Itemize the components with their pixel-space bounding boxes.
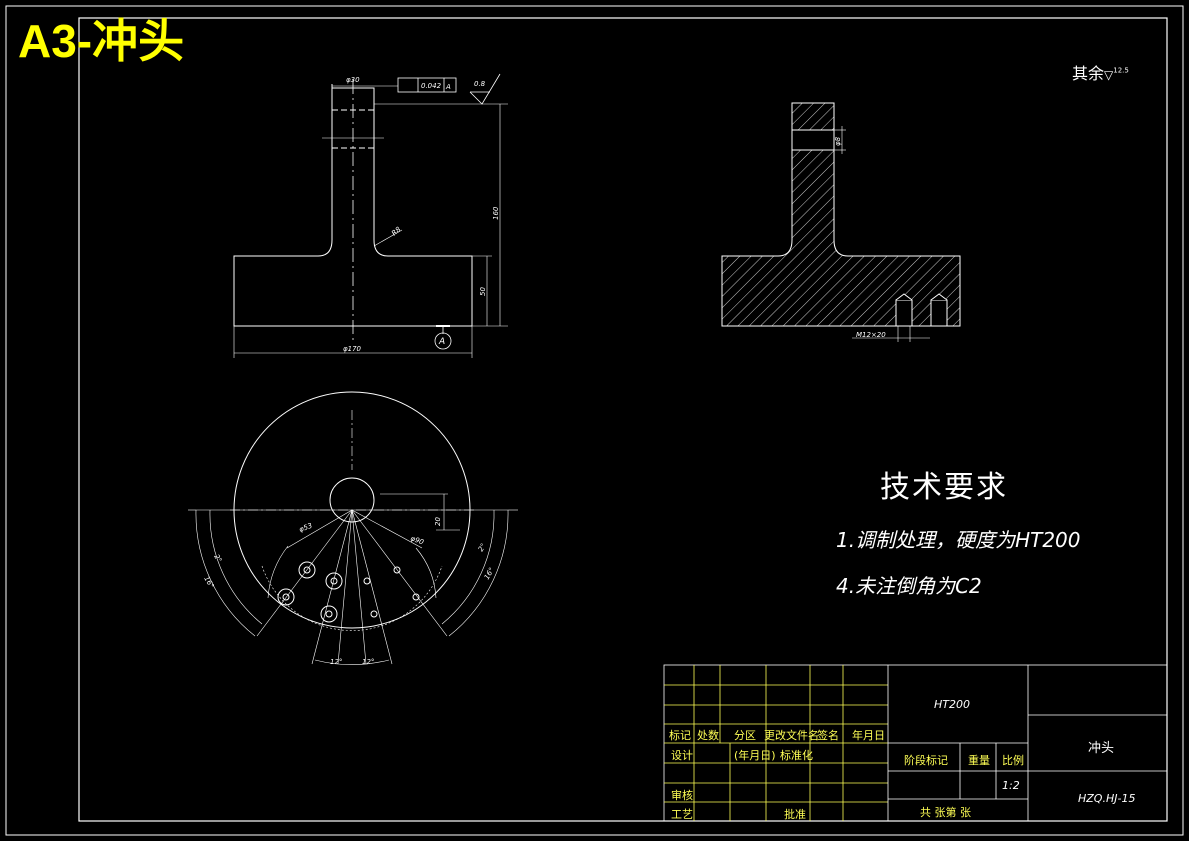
shaft-circle — [329, 477, 375, 523]
dim-pcd2: φ90 — [409, 534, 425, 546]
roughness-value: 12.5 — [1113, 66, 1129, 75]
roughness-note: 其余▽12.5 — [1072, 60, 1129, 84]
tb-date-sign: (年月日) — [734, 749, 776, 762]
front-view — [233, 73, 508, 358]
tolerance-value: 0.042 — [421, 82, 442, 90]
tb-approve: 批准 — [784, 808, 806, 821]
dim-thread: M12×20 — [856, 331, 886, 339]
angle-bottom-right: 12° — [362, 658, 374, 666]
angle-left-1: 2° — [212, 553, 223, 564]
tb-h-mark: 标记 — [669, 729, 691, 742]
tb-review: 审核 — [671, 789, 693, 802]
top-view — [188, 391, 518, 665]
tech-requirement-2: 4.未注倒角为C2 — [836, 574, 982, 598]
outer-frame — [5, 5, 1184, 836]
tb-weight: 重量 — [968, 754, 990, 767]
tech-requirements-title: 技术要求 — [880, 470, 1008, 505]
tb-h-count: 处数 — [697, 729, 719, 742]
tb-h-date: 年月日 — [852, 729, 885, 742]
dim-shaft-dia: φ30 — [346, 76, 360, 84]
dim-flange-height: 50 — [479, 287, 487, 296]
tb-h-sign: 签名 — [817, 729, 839, 742]
dim-flange-dia: φ170 — [343, 345, 362, 353]
sheet-title-tag: A3-冲头 — [18, 15, 185, 67]
inner-frame — [78, 17, 1168, 822]
dim-offset: 20 — [434, 517, 442, 526]
tb-material: HT200 — [934, 698, 970, 711]
tolerance-datum: A — [445, 83, 451, 91]
tb-drawing-no: HZQ.HJ-15 — [1078, 792, 1136, 805]
tolerance-frame — [397, 77, 457, 93]
tb-design: 设计 — [671, 749, 693, 762]
tb-scale-label: 比例 — [1002, 754, 1024, 767]
section-view — [721, 102, 961, 342]
section-outline — [721, 102, 961, 327]
angle-right-1: 2° — [477, 542, 488, 553]
tb-process: 工艺 — [671, 808, 693, 821]
tech-requirement-1: 1.调制处理，硬度为HT200 — [836, 528, 1081, 552]
roughness-label: 其余 — [1072, 64, 1105, 83]
surface-finish-symbol — [469, 73, 501, 105]
dim-hole: φ8 — [834, 136, 842, 146]
surface-finish-value: 0.8 — [474, 80, 486, 88]
tb-sheets: 共 张第 张 — [920, 806, 971, 819]
tb-scale-value: 1:2 — [1002, 779, 1020, 792]
datum-circle — [434, 332, 452, 350]
dim-pcd: φ53 — [298, 522, 313, 534]
tb-h-zone: 分区 — [734, 729, 756, 742]
dim-total-height: 160 — [492, 206, 500, 220]
roughness-symbol-icon: ▽ — [1104, 68, 1114, 82]
datum-marker: A — [438, 337, 445, 347]
title-block — [663, 664, 1168, 822]
tb-standard: 标准化 — [780, 749, 813, 762]
tb-h-doc: 更改文件名 — [764, 729, 819, 742]
angle-left-2: 16° — [202, 575, 215, 590]
angle-bottom-left: 12° — [330, 658, 342, 666]
tb-stage-mark: 阶段标记 — [904, 754, 948, 767]
tb-part-name: 冲头 — [1088, 741, 1115, 756]
